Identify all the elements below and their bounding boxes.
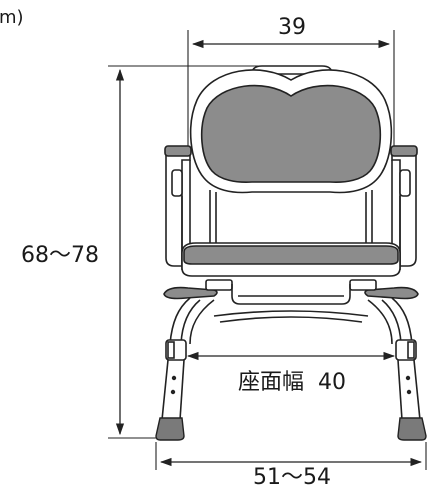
left-foot-tip	[155, 417, 185, 441]
backrest-cushion	[200, 84, 382, 183]
seat-width-label: 座面幅 40	[238, 370, 346, 395]
height-label: 68～78	[21, 243, 99, 268]
dimension-top-width: 39	[187, 15, 395, 150]
dimension-height: 68～78	[21, 65, 300, 439]
top-width-label: 39	[278, 15, 306, 40]
seat-cushion	[183, 245, 399, 265]
dimension-seat-width: 座面幅 40	[186, 351, 396, 396]
unit-label: m)	[0, 7, 24, 28]
dimension-base-width: 51～54	[155, 442, 427, 490]
right-foot-tip	[397, 417, 427, 441]
chair-illustration	[155, 65, 427, 441]
base-width-label: 51～54	[253, 465, 331, 487]
